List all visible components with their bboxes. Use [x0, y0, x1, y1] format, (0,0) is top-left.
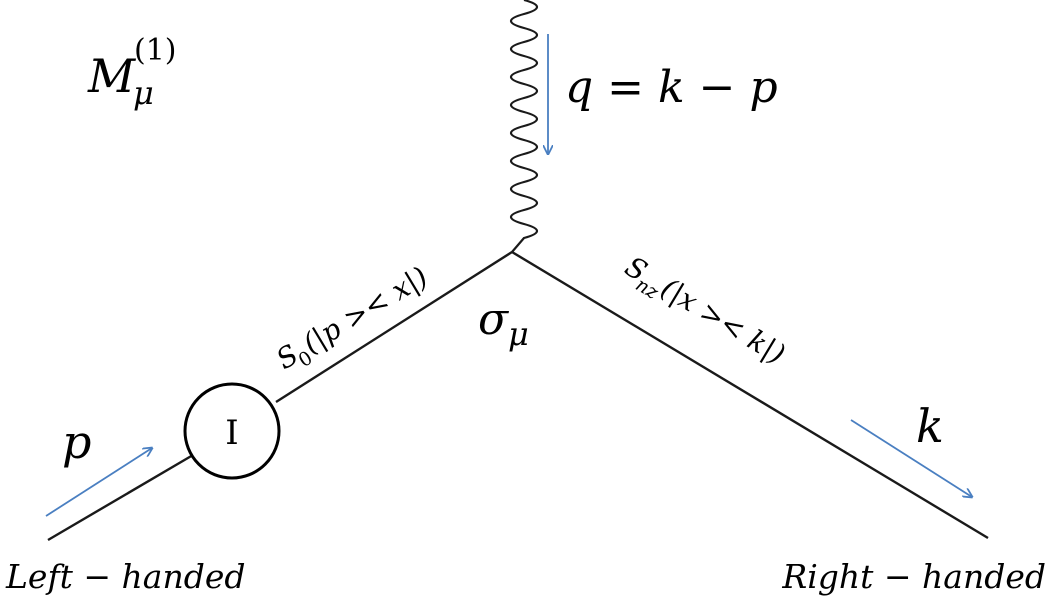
outgoing-momentum-label: k [916, 399, 944, 453]
amplitude-title: M μ (1) [87, 33, 177, 112]
incoming-momentum-label: p [62, 415, 91, 469]
right-fermion-line [511, 250, 989, 540]
left-fermion-line-outer [47, 453, 194, 542]
left-propagator-label: S 0 (|p >< x|) [271, 260, 434, 376]
title-base: M [87, 49, 137, 103]
insertion-label: I [225, 413, 238, 453]
incoming-momentum-arrow [45, 448, 152, 517]
insertion-vertex: I [183, 382, 281, 480]
vertex-label: σ μ [478, 294, 529, 353]
vertex-label-base: σ [478, 294, 510, 345]
right-leg-label: Right − handed [781, 557, 1046, 596]
photon-line [509, 0, 539, 253]
right-propagator-label: S nz (|x >< k|) [619, 250, 790, 371]
right-propagator-argument: (|x >< k|) [655, 271, 790, 370]
vertex-label-subscript: μ [508, 315, 529, 353]
left-fermion-line-inner [275, 250, 513, 404]
momentum-transfer-label: q = k − p [565, 62, 778, 113]
title-superscript: (1) [134, 33, 177, 68]
title-subscript: μ [133, 74, 154, 112]
left-leg-label: Left − handed [5, 557, 246, 596]
insertion-circle [183, 382, 281, 480]
outgoing-momentum-arrow [850, 419, 972, 497]
